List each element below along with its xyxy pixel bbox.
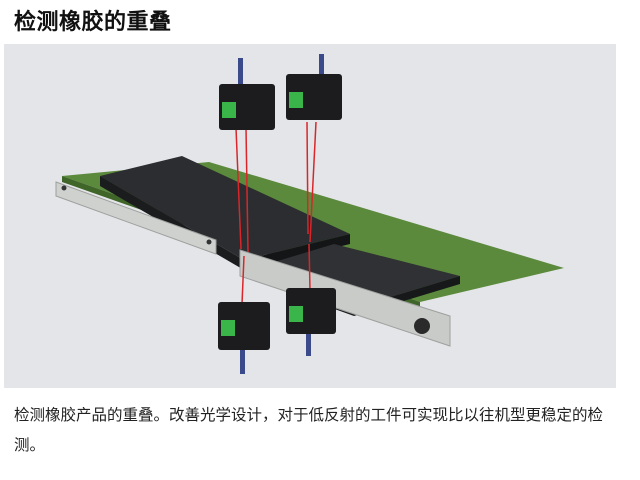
- conveyor-rail-back: [55, 181, 217, 255]
- conveyor-rail-front: [239, 249, 451, 347]
- page-title: 检测橡胶的重叠: [14, 10, 172, 35]
- sensor-top-left: [219, 58, 275, 253]
- rubber-sheet-upper: [100, 156, 350, 260]
- product-image: [4, 44, 616, 388]
- product-description: 检测橡胶产品的重叠。改善光学设计，对于低反射的工件可实现比以往机型更稳定的检测。: [14, 406, 604, 454]
- conveyor-illustration: [55, 54, 564, 374]
- sensor-bottom-right: [286, 243, 336, 356]
- sensor-top-right: [286, 54, 342, 243]
- sensor-bottom-left: [218, 255, 270, 374]
